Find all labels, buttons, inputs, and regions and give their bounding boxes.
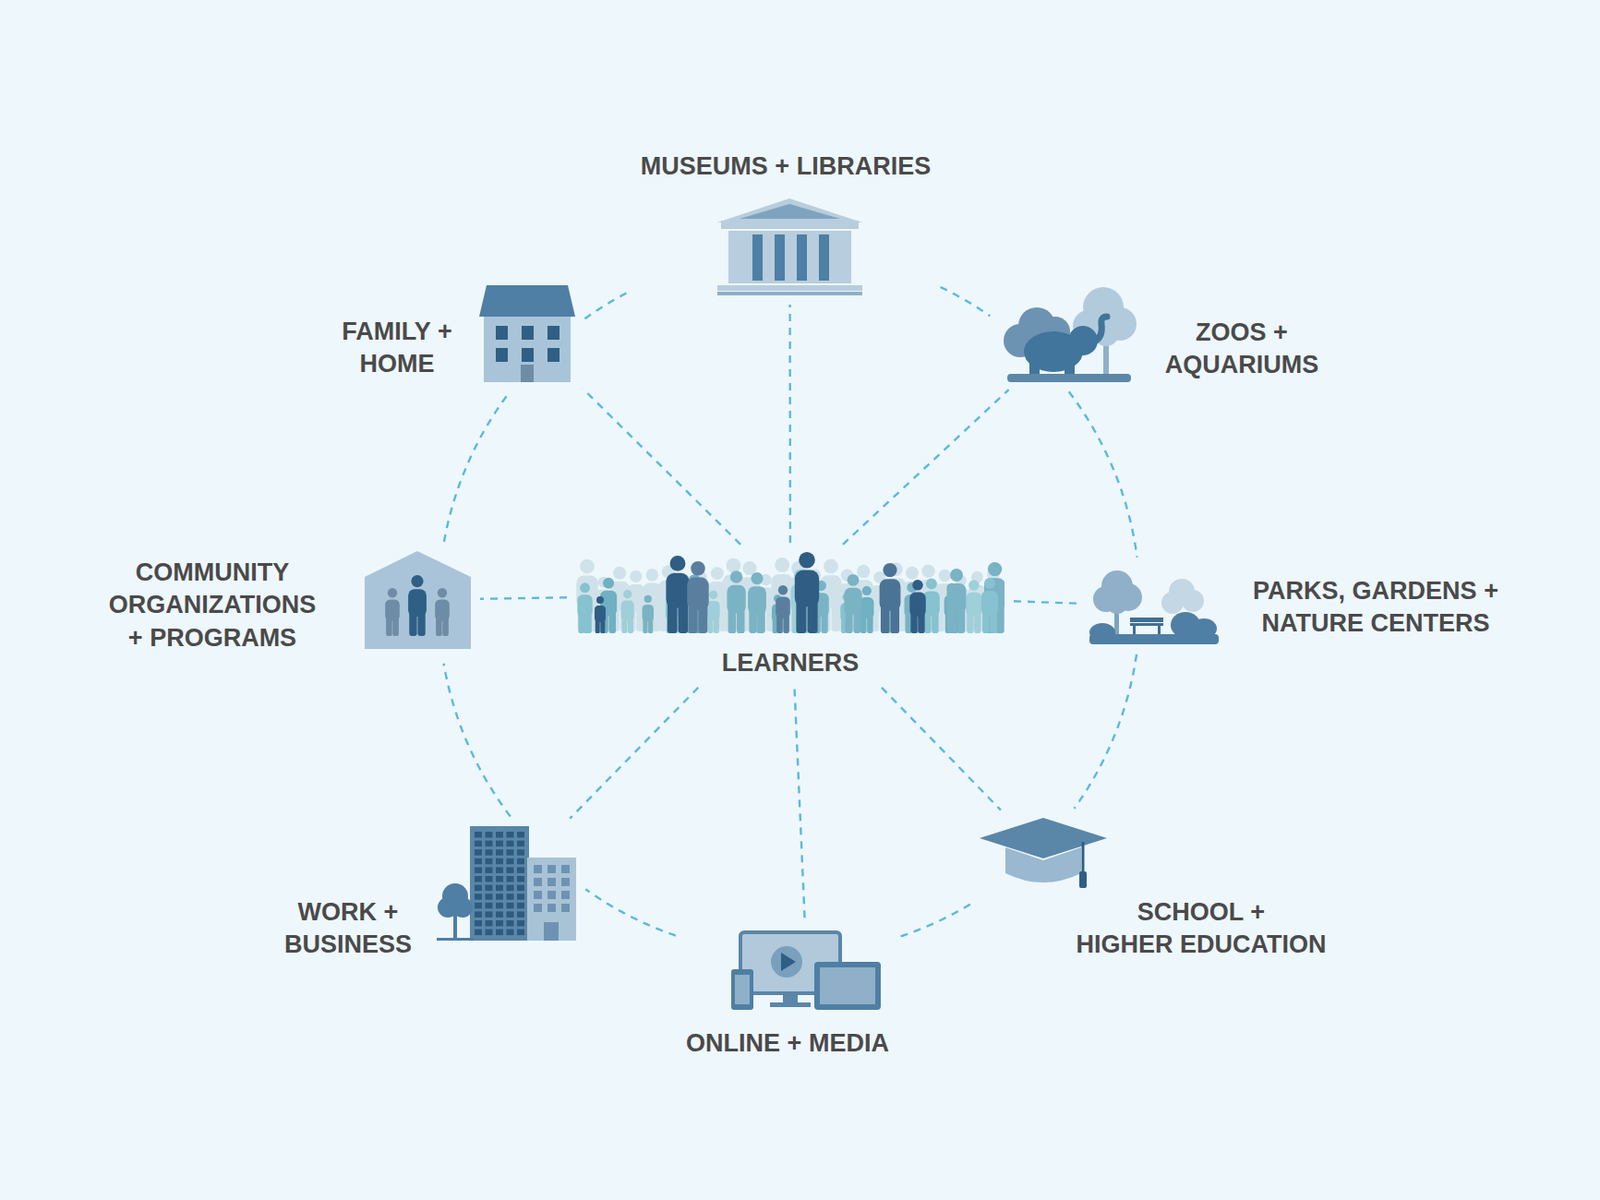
ring-connector [1069, 391, 1138, 558]
ring-connector [585, 889, 676, 936]
learning-place-node: PARKS, GARDENS + NATURE CENTERS [1085, 564, 1503, 649]
zoo-icon [999, 285, 1138, 383]
spoke-connector [1013, 601, 1081, 604]
node-label: ZOOS + AQUARIUMS [1165, 316, 1320, 382]
community-icon [364, 551, 471, 650]
ring-connector [584, 290, 631, 319]
online-icon [731, 930, 883, 1011]
park-icon [1089, 567, 1219, 645]
learning-place-node: ZOOS + AQUARIUMS [996, 281, 1323, 386]
people-icon [576, 552, 1005, 636]
learning-place-node: SCHOOL + HIGHER EDUCATION [975, 814, 1331, 965]
node-label: FAMILY + HOME [341, 315, 452, 381]
learning-place-node: WORK + BUSINESS [280, 822, 580, 965]
ring-connector [1073, 654, 1137, 809]
family-icon [479, 285, 576, 383]
learning-place-node: FAMILY + HOME [337, 281, 579, 386]
learning-place-node: COMMUNITY ORGANIZATIONS + PROGRAMS [105, 547, 475, 659]
museum-icon [717, 198, 863, 296]
school-icon [979, 818, 1107, 891]
node-label: LEARNERS [721, 647, 860, 680]
node-label: MUSEUMS + LIBRARIES [640, 150, 931, 183]
learning-place-node: MUSEUMS + LIBRARIES [637, 146, 935, 300]
ring-connector [899, 904, 971, 938]
work-icon [436, 826, 577, 941]
learning-place-node: ONLINE + MEDIA [682, 926, 893, 1065]
node-label: PARKS, GARDENS + NATURE CENTERS [1252, 575, 1499, 640]
spoke-connector [480, 597, 567, 600]
node-label: ONLINE + MEDIA [685, 1027, 890, 1060]
spoke-connector [569, 687, 698, 819]
spoke-connector [881, 687, 1001, 811]
ring-connector [940, 287, 991, 316]
node-label: COMMUNITY ORGANIZATIONS + PROGRAMS [108, 556, 317, 654]
spoke-connector [794, 689, 806, 923]
spoke-connector [842, 389, 1010, 545]
ring-connector [444, 391, 510, 542]
node-label: SCHOOL + HIGHER EDUCATION [1075, 896, 1326, 962]
spoke-connector [788, 304, 792, 543]
ring-connector [444, 663, 511, 818]
learners-node: LEARNERS [572, 548, 1009, 685]
node-label: WORK + BUSINESS [284, 896, 412, 962]
spoke-connector [582, 388, 741, 545]
